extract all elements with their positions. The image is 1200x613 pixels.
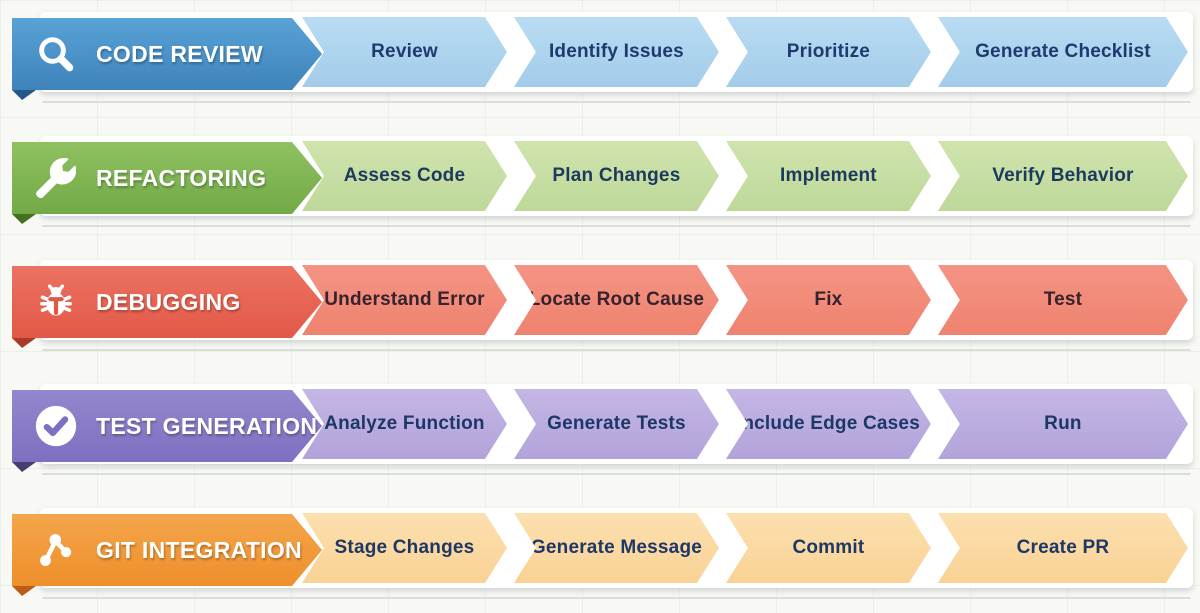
git-branch-icon bbox=[34, 528, 78, 572]
step-label: Test bbox=[1043, 289, 1083, 310]
workflow-row-code-review: Review Identify Issues Prioritize Genera… bbox=[12, 12, 1193, 103]
bug-icon bbox=[34, 280, 78, 324]
ribbon-fold bbox=[12, 462, 36, 472]
workflow-step: Plan Changes bbox=[514, 141, 719, 211]
workflow-step: Generate Tests bbox=[514, 389, 719, 459]
row-title: REFACTORING bbox=[96, 164, 267, 191]
workflow-step: Stage Changes bbox=[302, 513, 507, 583]
row-title: TEST GENERATION bbox=[96, 412, 318, 439]
step-label: Review bbox=[371, 41, 438, 62]
row-header: GIT INTEGRATION bbox=[12, 514, 322, 586]
workflow-row-debugging: Understand Error Locate Root Cause Fix T… bbox=[12, 260, 1193, 351]
row-title: GIT INTEGRATION bbox=[96, 536, 302, 563]
ribbon-fold bbox=[12, 586, 36, 596]
step-label: Analyze Function bbox=[324, 413, 485, 434]
step-label: Prioritize bbox=[786, 41, 871, 62]
step-label: Generate Checklist bbox=[975, 41, 1151, 62]
workflow-step: Create PR bbox=[938, 513, 1188, 583]
row-header: CODE REVIEW bbox=[12, 18, 322, 90]
workflow-step: Verify Behavior bbox=[938, 141, 1188, 211]
step-label: Stage Changes bbox=[334, 537, 475, 558]
wrench-icon bbox=[34, 156, 78, 200]
step-label: Fix bbox=[814, 289, 843, 310]
step-label: Create PR bbox=[1016, 537, 1110, 558]
ribbon-fold bbox=[12, 338, 36, 348]
workflow-step: Understand Error bbox=[302, 265, 507, 335]
step-label: Understand Error bbox=[324, 289, 485, 310]
workflow-step: Analyze Function bbox=[302, 389, 507, 459]
check-circle-icon bbox=[34, 404, 78, 448]
step-label: Include Edge Cases bbox=[736, 413, 920, 434]
steps-band: Assess Code Plan Changes Implement Verif… bbox=[302, 141, 1188, 211]
steps-band: Analyze Function Generate Tests Include … bbox=[302, 389, 1188, 459]
step-label: Assess Code bbox=[343, 165, 466, 186]
workflow-step: Commit bbox=[726, 513, 931, 583]
row-header: REFACTORING bbox=[12, 142, 322, 214]
step-label: Generate Message bbox=[530, 537, 703, 558]
step-label: Commit bbox=[792, 537, 865, 558]
workflow-step: Include Edge Cases bbox=[726, 389, 931, 459]
workflow-step: Fix bbox=[726, 265, 931, 335]
step-label: Identify Issues bbox=[548, 41, 684, 62]
workflow-step: Review bbox=[302, 17, 507, 87]
workflow-row-git-integration: Stage Changes Generate Message Commit Cr… bbox=[12, 508, 1193, 599]
step-label: Implement bbox=[780, 165, 877, 186]
workflow-step: Test bbox=[938, 265, 1188, 335]
ribbon-fold bbox=[12, 214, 36, 224]
steps-band: Stage Changes Generate Message Commit Cr… bbox=[302, 513, 1188, 583]
workflow-step: Generate Checklist bbox=[938, 17, 1188, 87]
row-header: TEST GENERATION bbox=[12, 390, 322, 462]
row-header: DEBUGGING bbox=[12, 266, 322, 338]
workflow-step: Locate Root Cause bbox=[514, 265, 719, 335]
step-label: Locate Root Cause bbox=[528, 289, 705, 310]
row-title: DEBUGGING bbox=[96, 288, 241, 315]
steps-band: Review Identify Issues Prioritize Genera… bbox=[302, 17, 1188, 87]
workflow-step: Identify Issues bbox=[514, 17, 719, 87]
ribbon-fold bbox=[12, 90, 36, 100]
steps-band: Understand Error Locate Root Cause Fix T… bbox=[302, 265, 1188, 335]
workflow-row-test-generation: Analyze Function Generate Tests Include … bbox=[12, 384, 1193, 475]
step-label: Run bbox=[1044, 413, 1082, 434]
row-title: CODE REVIEW bbox=[96, 40, 263, 67]
magnifier-icon bbox=[34, 32, 78, 76]
workflow-row-refactoring: Assess Code Plan Changes Implement Verif… bbox=[12, 136, 1193, 227]
workflow-step: Assess Code bbox=[302, 141, 507, 211]
workflow-step: Implement bbox=[726, 141, 931, 211]
workflow-step: Generate Message bbox=[514, 513, 719, 583]
step-label: Plan Changes bbox=[552, 165, 681, 186]
workflow-step: Run bbox=[938, 389, 1188, 459]
step-label: Verify Behavior bbox=[992, 165, 1134, 186]
workflow-step: Prioritize bbox=[726, 17, 931, 87]
step-label: Generate Tests bbox=[547, 413, 686, 434]
